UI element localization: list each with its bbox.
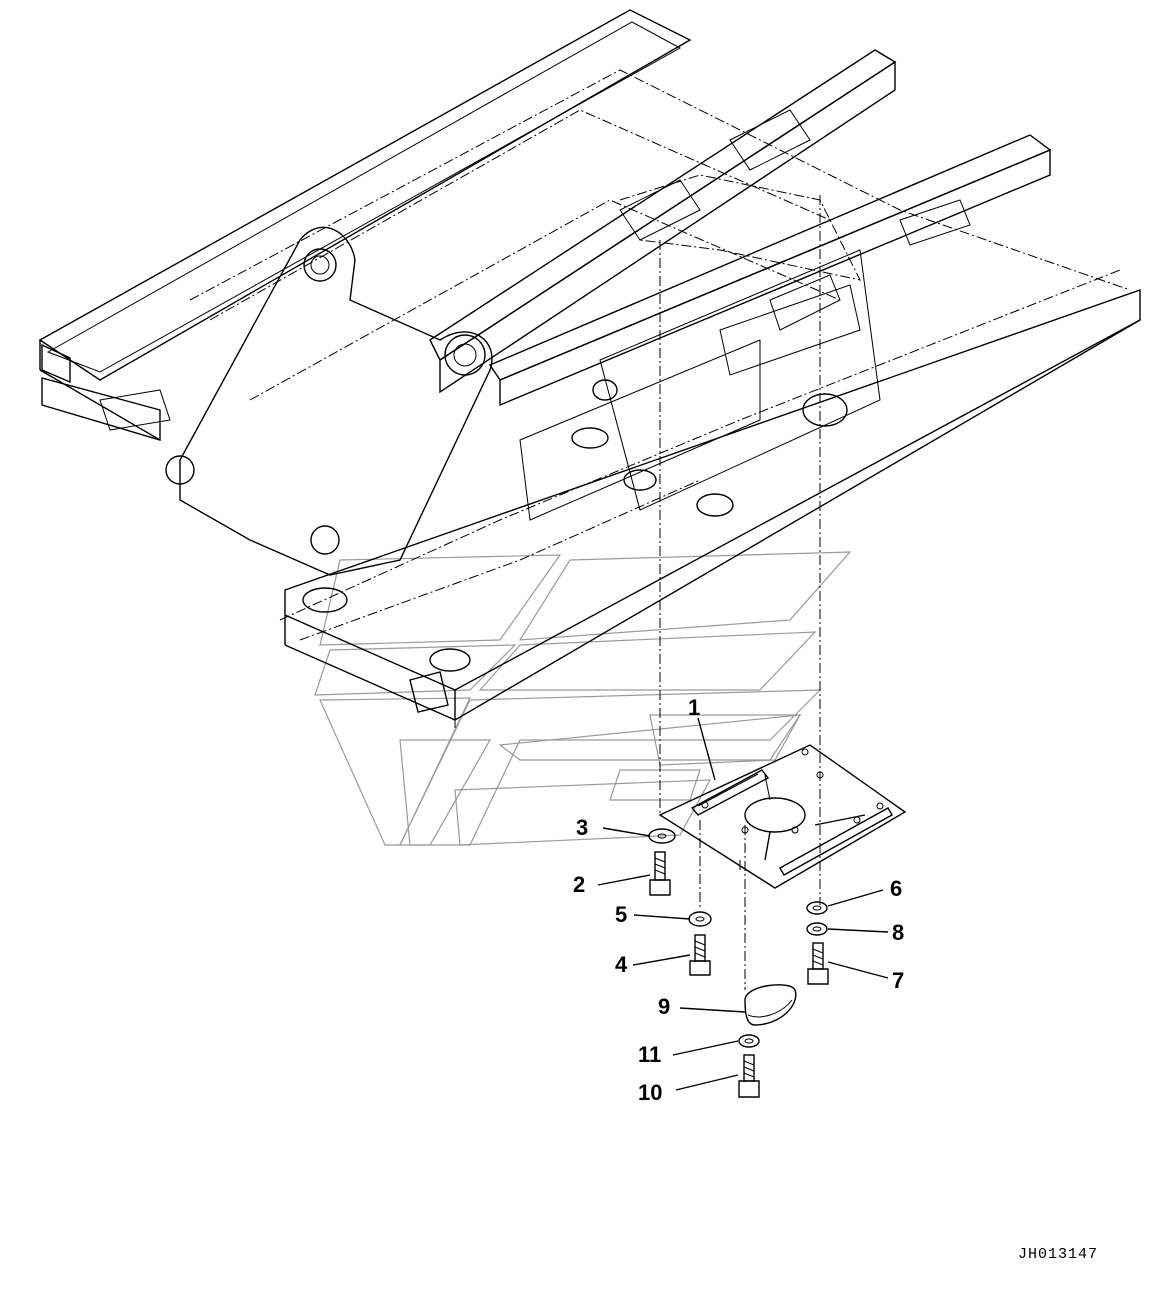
bolt-7 — [807, 942, 829, 985]
bolt-2 — [649, 851, 671, 896]
callout-11: 11 — [638, 1042, 661, 1067]
callout-10: 10 — [638, 1080, 662, 1105]
drawing-code: JH013147 — [1018, 1246, 1098, 1263]
leader-lines — [597, 717, 889, 1091]
callout-6: 6 — [890, 876, 902, 901]
callout-5: 5 — [615, 902, 627, 927]
projection-lines — [659, 195, 821, 990]
cover-plate — [658, 744, 907, 889]
washer-8 — [806, 922, 828, 936]
washer-6 — [806, 901, 828, 915]
watermark-logo — [314, 551, 852, 846]
callout-2: 2 — [573, 872, 585, 897]
machine-frame — [38, 9, 1141, 730]
washer-5 — [688, 911, 712, 927]
callout-7: 7 — [892, 968, 904, 993]
washer-11 — [738, 1034, 760, 1048]
callout-3: 3 — [576, 815, 588, 840]
callout-8: 8 — [892, 920, 904, 945]
bolt-4 — [689, 934, 711, 976]
callouts: 1 3 2 5 4 6 8 7 9 11 10 — [573, 695, 904, 1105]
callout-4: 4 — [615, 952, 628, 977]
bolt-10 — [738, 1054, 760, 1098]
cap-9 — [744, 984, 797, 1026]
callout-1: 1 — [688, 695, 700, 720]
callout-9: 9 — [658, 994, 670, 1019]
